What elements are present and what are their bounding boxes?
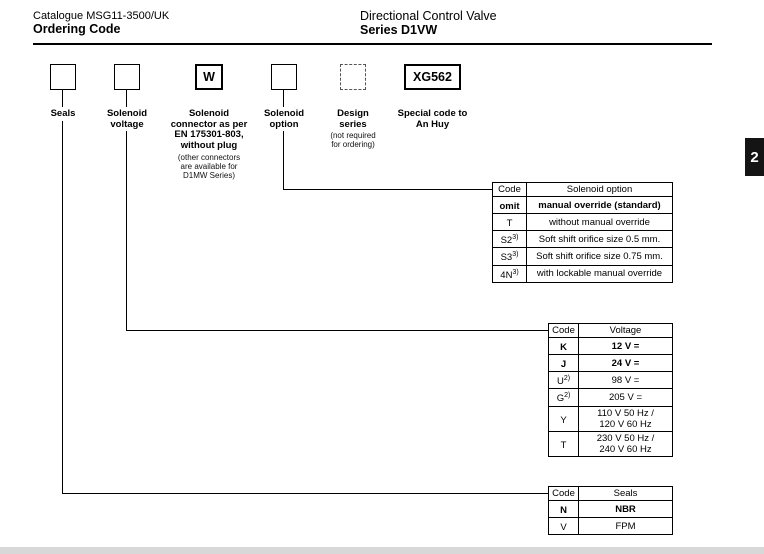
catalogue-reference: Catalogue MSG11-3500/UK [33,10,170,22]
connector-vline-voltage [126,131,127,330]
table-header-row: Code Seals [548,486,673,501]
cell-code: K [548,336,579,356]
cell-code: J [548,354,579,373]
connector-vline-solenoid-option [283,131,284,189]
connector-stub-voltage [126,90,127,107]
voltage-table: Code Voltage K 12 V = J 24 V = U2) 98 V … [548,323,673,457]
cell-code: 4N3) [492,264,527,283]
code-box-design-series [340,64,366,90]
col-header-value: Voltage [578,323,673,338]
label-design-series: Design series [337,108,369,130]
connector-hline-seals [62,493,548,494]
col-header-value: Solenoid option [526,182,673,197]
header-rule [33,43,712,45]
code-box-solenoid-voltage [114,64,140,90]
cell-value: 110 V 50 Hz / 120 V 60 Hz [578,405,673,432]
solenoid-option-table: Code Solenoid option omit manual overrid… [492,182,673,283]
cell-value: 24 V = [578,354,673,373]
col-header-code: Code [492,182,527,197]
table-row: S33) Soft shift orifice size 0.75 mm. [492,247,673,266]
page-title: Ordering Code [33,22,121,36]
product-title: Directional Control Valve [360,9,497,23]
table-row: Y 110 V 50 Hz / 120 V 60 Hz [548,405,673,432]
cell-code: G2) [548,388,579,407]
cell-code: U2) [548,371,579,390]
cell-code: omit [492,195,527,215]
cell-value: 205 V = [578,388,673,407]
code-superscript: 3) [512,251,519,259]
cell-code: T [492,213,527,232]
cell-code: V [548,517,579,536]
cell-code: S33) [492,247,527,266]
seals-table: Code Seals N NBR V FPM [548,486,673,536]
connector-hline-voltage [126,330,548,331]
table-row: T 230 V 50 Hz / 240 V 60 Hz [548,430,673,457]
cell-value: manual override (standard) [526,195,673,215]
connector-hline-solenoid-option [283,189,492,190]
code-superscript: 2) [564,392,571,400]
page-number-tab: 2 [745,138,764,176]
table-header-row: Code Solenoid option [492,182,673,197]
code-box-solenoid-option [271,64,297,90]
cell-value: Soft shift orifice size 0.5 mm. [526,230,673,249]
cell-value: NBR [578,499,673,519]
table-row: V FPM [548,517,673,536]
table-row: U2) 98 V = [548,371,673,390]
connector-stub-seals [62,90,63,107]
table-row: J 24 V = [548,354,673,373]
cell-value: 98 V = [578,371,673,390]
cell-value: 12 V = [578,336,673,356]
label-solenoid-option: Solenoid option [263,108,305,130]
col-header-code: Code [548,323,579,338]
table-row: omit manual override (standard) [492,195,673,215]
table-row: K 12 V = [548,336,673,356]
cell-value: 230 V 50 Hz / 240 V 60 Hz [578,430,673,457]
table-row: 4N3) with lockable manual override [492,264,673,283]
col-header-value: Seals [578,486,673,501]
cell-code: N [548,499,579,519]
table-row: T without manual override [492,213,673,232]
table-row: S23) Soft shift orifice size 0.5 mm. [492,230,673,249]
code-superscript: 3) [512,268,519,276]
code-box-seals [50,64,76,90]
table-header-row: Code Voltage [548,323,673,338]
table-row: G2) 205 V = [548,388,673,407]
cell-code: Y [548,405,579,432]
code-superscript: 2) [563,375,571,383]
page-edge [0,547,764,554]
label-special-code: Special code to An Huy [397,108,468,130]
cell-value: with lockable manual override [526,264,673,283]
label-solenoid-voltage: Solenoid voltage [106,108,148,130]
label-solenoid-connector: Solenoid connector as per EN 175301-803,… [170,108,248,151]
cell-code: T [548,430,579,457]
cell-value: Soft shift orifice size 0.75 mm. [526,247,673,266]
col-header-code: Code [548,486,579,501]
label-seals: Seals [50,108,76,119]
connector-stub-solenoid-option [283,90,284,107]
note-design-series: (not required for ordering) [330,131,376,149]
note-solenoid-connector: (other connectors are available for D1MW… [177,153,241,180]
cell-value: FPM [578,517,673,536]
code-box-solenoid-connector: W [195,64,223,90]
code-superscript: 3) [512,234,519,242]
code-box-special-code: XG562 [404,64,461,90]
cell-value: without manual override [526,213,673,232]
cell-code: S23) [492,230,527,249]
table-row: N NBR [548,499,673,519]
series-title: Series D1VW [360,23,438,37]
connector-vline-seals [62,121,63,493]
